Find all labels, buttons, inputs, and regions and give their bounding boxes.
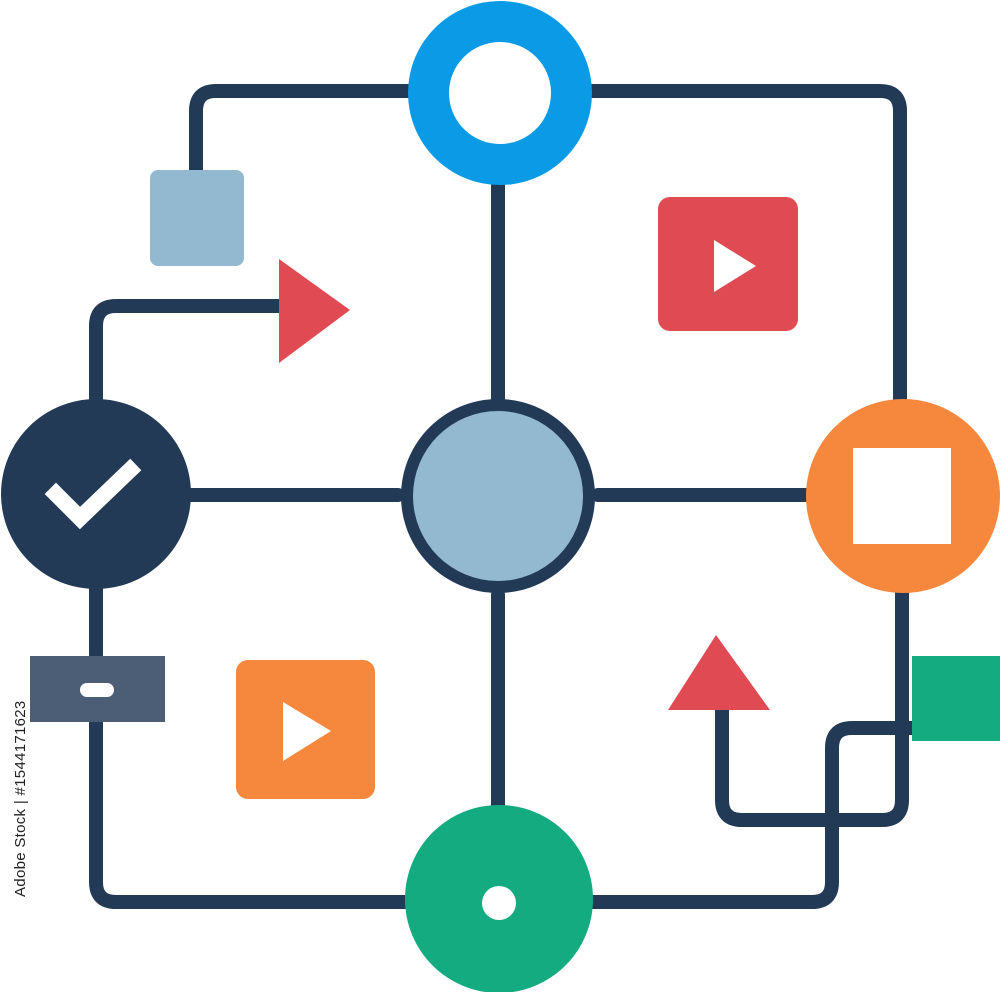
connector-top-right bbox=[583, 84, 907, 412]
play-icon bbox=[283, 702, 331, 761]
connector-arrow-up bbox=[715, 581, 909, 827]
connector-top-left bbox=[189, 84, 417, 182]
top-ring-node bbox=[408, 1, 592, 185]
check-node bbox=[1, 399, 191, 589]
green-tab bbox=[912, 656, 1000, 741]
minus-bar bbox=[30, 656, 165, 722]
arrow-right-icon bbox=[279, 259, 350, 363]
minus-icon bbox=[80, 683, 114, 697]
hub-node bbox=[401, 399, 595, 593]
stock-id-label: Adobe Stock | #1544171623 bbox=[12, 700, 29, 897]
connector-left-bottom bbox=[89, 715, 419, 909]
play-tile-orange bbox=[236, 660, 375, 799]
connector-arrow-right bbox=[89, 299, 299, 407]
play-icon bbox=[714, 240, 756, 292]
check-icon bbox=[44, 458, 142, 530]
arrow-up-icon bbox=[668, 635, 770, 710]
light-blue-square bbox=[150, 170, 244, 266]
stop-node bbox=[806, 399, 1000, 593]
connector-lines bbox=[89, 84, 919, 909]
target-node bbox=[405, 805, 593, 993]
ring-hole-icon bbox=[449, 42, 551, 144]
target-dot-icon bbox=[482, 886, 516, 920]
play-tile-red bbox=[658, 197, 798, 331]
stop-square-icon bbox=[853, 448, 951, 544]
